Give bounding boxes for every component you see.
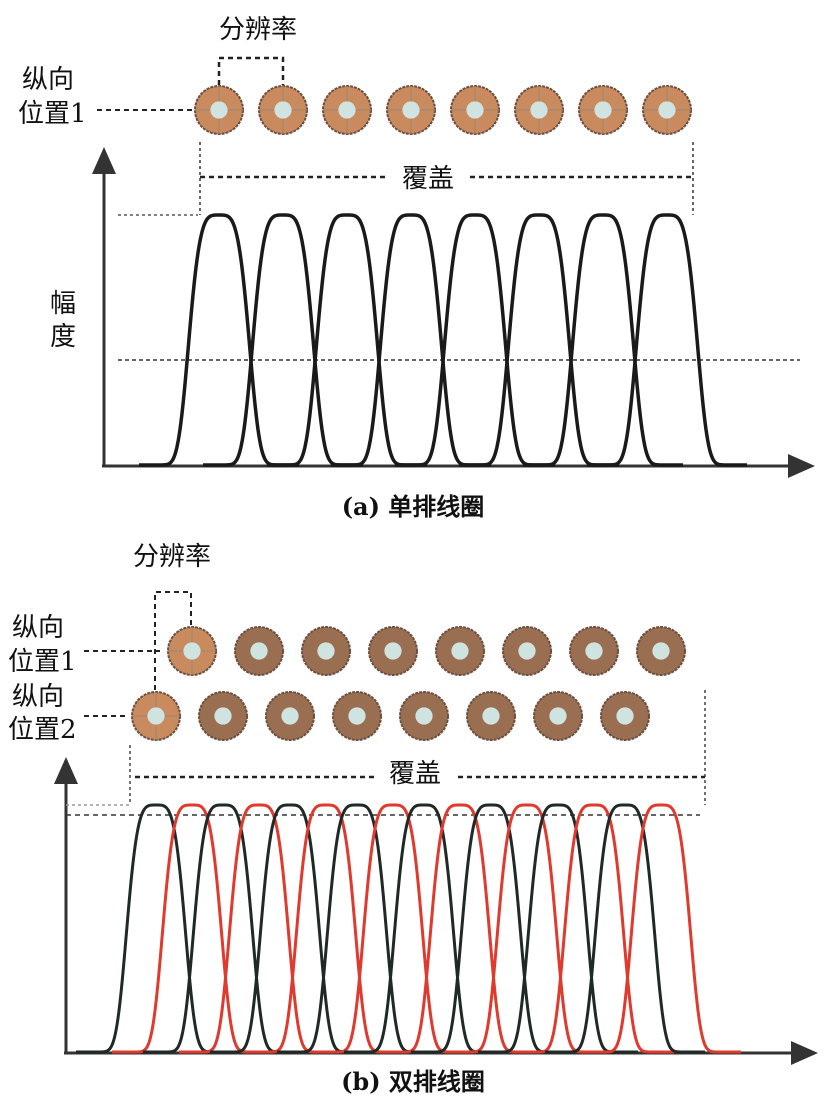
coil (466, 691, 516, 741)
coverage-extent (199, 142, 694, 215)
caption-b: (b) 双排线圈 (341, 1067, 485, 1096)
response-curve (112, 803, 272, 1054)
coverage-label: 覆盖 (402, 164, 454, 194)
coil (322, 85, 372, 135)
resolution-label: 分辨率 (133, 542, 211, 572)
resolution-label: 分辨率 (219, 15, 297, 45)
panel-a: 分辨率 纵向 位置1 覆盖 幅 度 (a) 单排线圈 (18, 15, 815, 521)
coil (600, 691, 650, 741)
response-curve (395, 213, 555, 467)
coil (386, 85, 436, 135)
response-curve (514, 803, 674, 1054)
position2-label-line2: 位置2 (8, 715, 77, 745)
response-curve (447, 803, 607, 1054)
coil (368, 626, 418, 676)
amplitude-label-line2: 度 (50, 322, 76, 352)
coverage-label: 覆盖 (389, 759, 441, 789)
coil (265, 691, 315, 741)
position1-label-line2: 位置1 (8, 647, 77, 677)
coil-rows (131, 626, 686, 741)
response-curve (313, 803, 473, 1054)
response-curve (380, 803, 540, 1054)
resolution-bracket (154, 591, 192, 690)
response-curve (459, 213, 619, 467)
position1-label-line2: 位置1 (18, 99, 87, 129)
coil (234, 626, 284, 676)
response-curve (581, 803, 741, 1054)
coil (131, 691, 181, 741)
response-curves (76, 803, 741, 1054)
coil (399, 691, 449, 741)
response-curve (267, 213, 427, 467)
position1-label-line1: 纵向 (22, 65, 74, 95)
coil (502, 626, 552, 676)
coil (167, 626, 217, 676)
response-curve (545, 803, 705, 1054)
response-curve (331, 213, 491, 467)
caption-a: (a) 单排线圈 (342, 492, 485, 521)
response-curve (246, 803, 406, 1054)
coil (636, 626, 686, 676)
response-curve (523, 213, 683, 467)
coil (578, 85, 628, 135)
resolution-bracket (217, 56, 285, 85)
coil-row-1 (194, 85, 692, 135)
response-curve (179, 803, 339, 1054)
coil (533, 691, 583, 741)
panel-b: 分辨率 纵向 位置1 纵向 位置2 覆盖 (b) 双排线圈 (8, 542, 818, 1096)
position1-label-line1: 纵向 (12, 613, 64, 643)
coil (642, 85, 692, 135)
coil (569, 626, 619, 676)
coil (301, 626, 351, 676)
coil (194, 85, 244, 135)
response-curve (203, 213, 363, 467)
response-curve (139, 213, 299, 467)
coverage-extent (129, 690, 706, 805)
response-curves (139, 213, 747, 467)
coil (514, 85, 564, 135)
coil (258, 85, 308, 135)
response-curve (587, 213, 747, 467)
coil (198, 691, 248, 741)
coil (332, 691, 382, 741)
coil (450, 85, 500, 135)
coil (435, 626, 485, 676)
amplitude-label-line1: 幅 (50, 289, 76, 319)
position2-label-line1: 纵向 (12, 682, 64, 712)
